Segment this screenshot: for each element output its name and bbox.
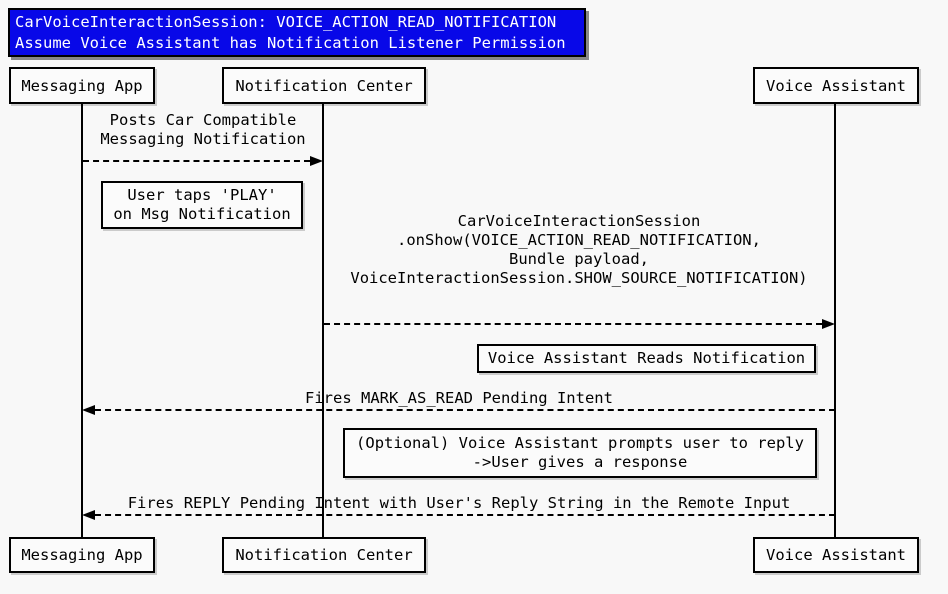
message-4-arrowhead-left-icon (82, 510, 95, 520)
diagram-title-line1: CarVoiceInteractionSession: VOICE_ACTION… (15, 13, 557, 31)
participant-label: Messaging App (21, 76, 143, 95)
message-1-arrowhead-right-icon (310, 156, 323, 166)
participant-voice-assistant-top: Voice Assistant (753, 67, 919, 104)
note-voice-assistant-reads-notification: Voice Assistant Reads Notification (477, 344, 816, 373)
participant-notification-center-top: Notification Center (222, 67, 426, 104)
message-4-label: Fires REPLY Pending Intent with User's R… (127, 494, 791, 512)
participant-messaging-app-bottom: Messaging App (9, 537, 155, 573)
message-3-label: Fires MARK_AS_READ Pending Intent (305, 389, 613, 407)
participant-label: Voice Assistant (766, 76, 906, 95)
diagram-title-line2: Assume Voice Assistant has Notification … (15, 34, 566, 52)
message-1-label: Posts Car Compatible Messaging Notificat… (100, 111, 306, 148)
message-3-arrowhead-left-icon (82, 405, 95, 415)
participant-label: Notification Center (235, 546, 413, 564)
message-2-line (324, 323, 822, 325)
lifeline-messaging-app (81, 104, 83, 537)
message-2-arrowhead-right-icon (822, 319, 835, 329)
message-1-line (83, 160, 310, 162)
message-3-line (95, 409, 835, 411)
participant-label: Messaging App (21, 546, 143, 564)
participant-voice-assistant-bottom: Voice Assistant (753, 537, 919, 573)
lifeline-notification-center (322, 104, 324, 537)
lifeline-voice-assistant (834, 104, 836, 537)
participant-label: Notification Center (235, 76, 413, 95)
note-optional-voice-assistant-prompts: (Optional) Voice Assistant prompts user … (343, 428, 817, 478)
message-4-line (95, 514, 835, 516)
participant-messaging-app-top: Messaging App (9, 67, 155, 104)
diagram-title-box: CarVoiceInteractionSession: VOICE_ACTION… (8, 8, 586, 57)
participant-label: Voice Assistant (766, 546, 906, 564)
message-2-label: CarVoiceInteractionSession .onShow(VOICE… (350, 212, 808, 287)
participant-notification-center-bottom: Notification Center (222, 537, 426, 573)
note-user-taps-play: User taps 'PLAY' on Msg Notification (101, 181, 303, 229)
